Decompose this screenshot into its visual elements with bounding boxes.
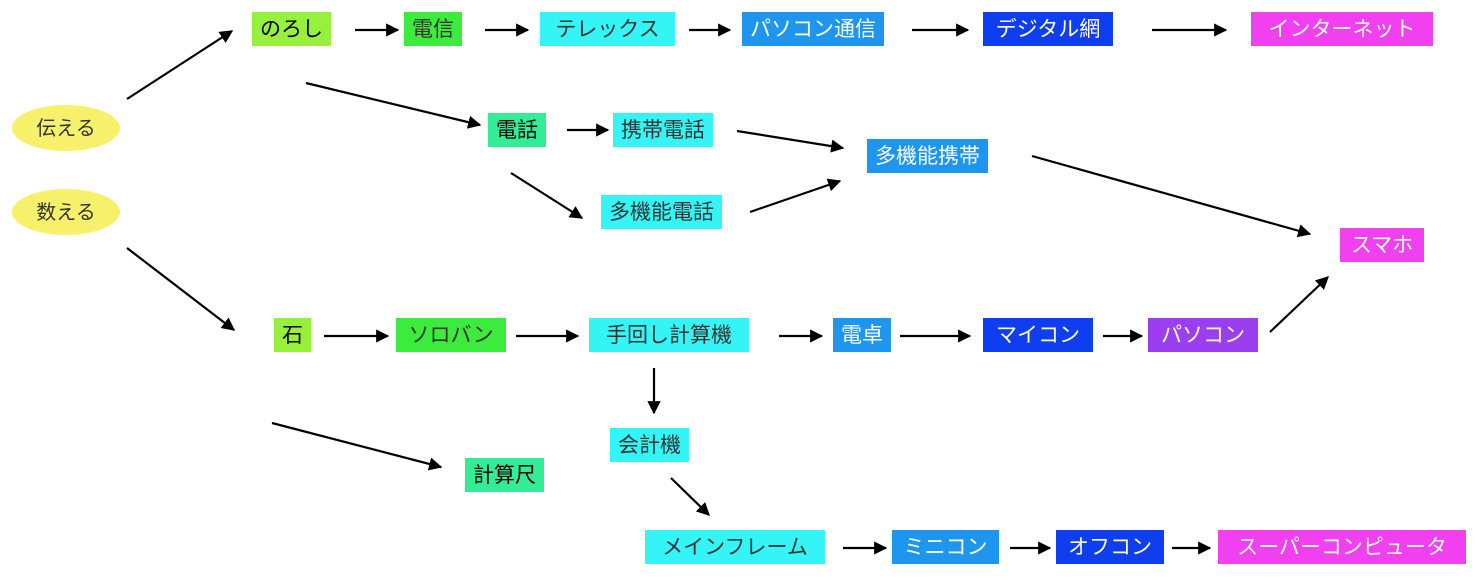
node-dentaku: 電卓 bbox=[833, 318, 891, 352]
arrow-kaikeiki-mainframe bbox=[670, 477, 710, 516]
arrow-pasokon-sumaho bbox=[1269, 276, 1329, 333]
root-tsutaeru: 伝える bbox=[12, 105, 120, 151]
node-maikon: マイコン bbox=[983, 318, 1093, 352]
node-denwa: 電話 bbox=[488, 113, 546, 147]
node-noroshi: のろし bbox=[252, 12, 331, 46]
arrow-tsutaeru-noroshi bbox=[126, 30, 234, 100]
arrow-takino-keitai-sumaho bbox=[1031, 154, 1312, 238]
node-mainframe: メインフレーム bbox=[645, 530, 825, 564]
node-takino-denwa: 多機能電話 bbox=[601, 195, 722, 229]
arrow-denwa-takino-denwa bbox=[510, 172, 584, 219]
node-denshin: 電信 bbox=[404, 12, 462, 46]
node-telex: テレックス bbox=[540, 12, 675, 46]
node-soroban: ソロバン bbox=[396, 318, 506, 352]
arrow-noroshi-denwa bbox=[305, 81, 482, 129]
arrow-kazoeru-ishi bbox=[126, 247, 236, 331]
node-minicon: ミニコン bbox=[892, 530, 999, 564]
arrow-keitai-takino-keitai bbox=[736, 129, 845, 153]
arrow-takino-denwa-takino-keitai bbox=[749, 178, 842, 214]
node-supercomputer: スーパーコンピュータ bbox=[1218, 530, 1466, 564]
root-kazoeru: 数える bbox=[12, 189, 120, 235]
node-pasokon-tsushin: パソコン通信 bbox=[742, 12, 884, 46]
node-temawashi: 手回し計算機 bbox=[589, 318, 749, 352]
node-ishi: 石 bbox=[274, 318, 311, 352]
node-offcon: オフコン bbox=[1056, 530, 1164, 564]
node-internet: インターネット bbox=[1251, 12, 1433, 46]
node-sumaho: スマホ bbox=[1340, 228, 1424, 262]
arrow-ishi-keisanjaku bbox=[271, 421, 443, 471]
node-takino-keitai: 多機能携帯 bbox=[867, 139, 988, 173]
node-keitai-denwa: 携帯電話 bbox=[613, 113, 713, 147]
node-keisanjaku: 計算尺 bbox=[465, 458, 544, 492]
node-pasokon: パソコン bbox=[1148, 318, 1258, 352]
node-kaikeiki: 会計機 bbox=[610, 428, 689, 462]
node-digital-mo: デジタル網 bbox=[983, 12, 1113, 46]
